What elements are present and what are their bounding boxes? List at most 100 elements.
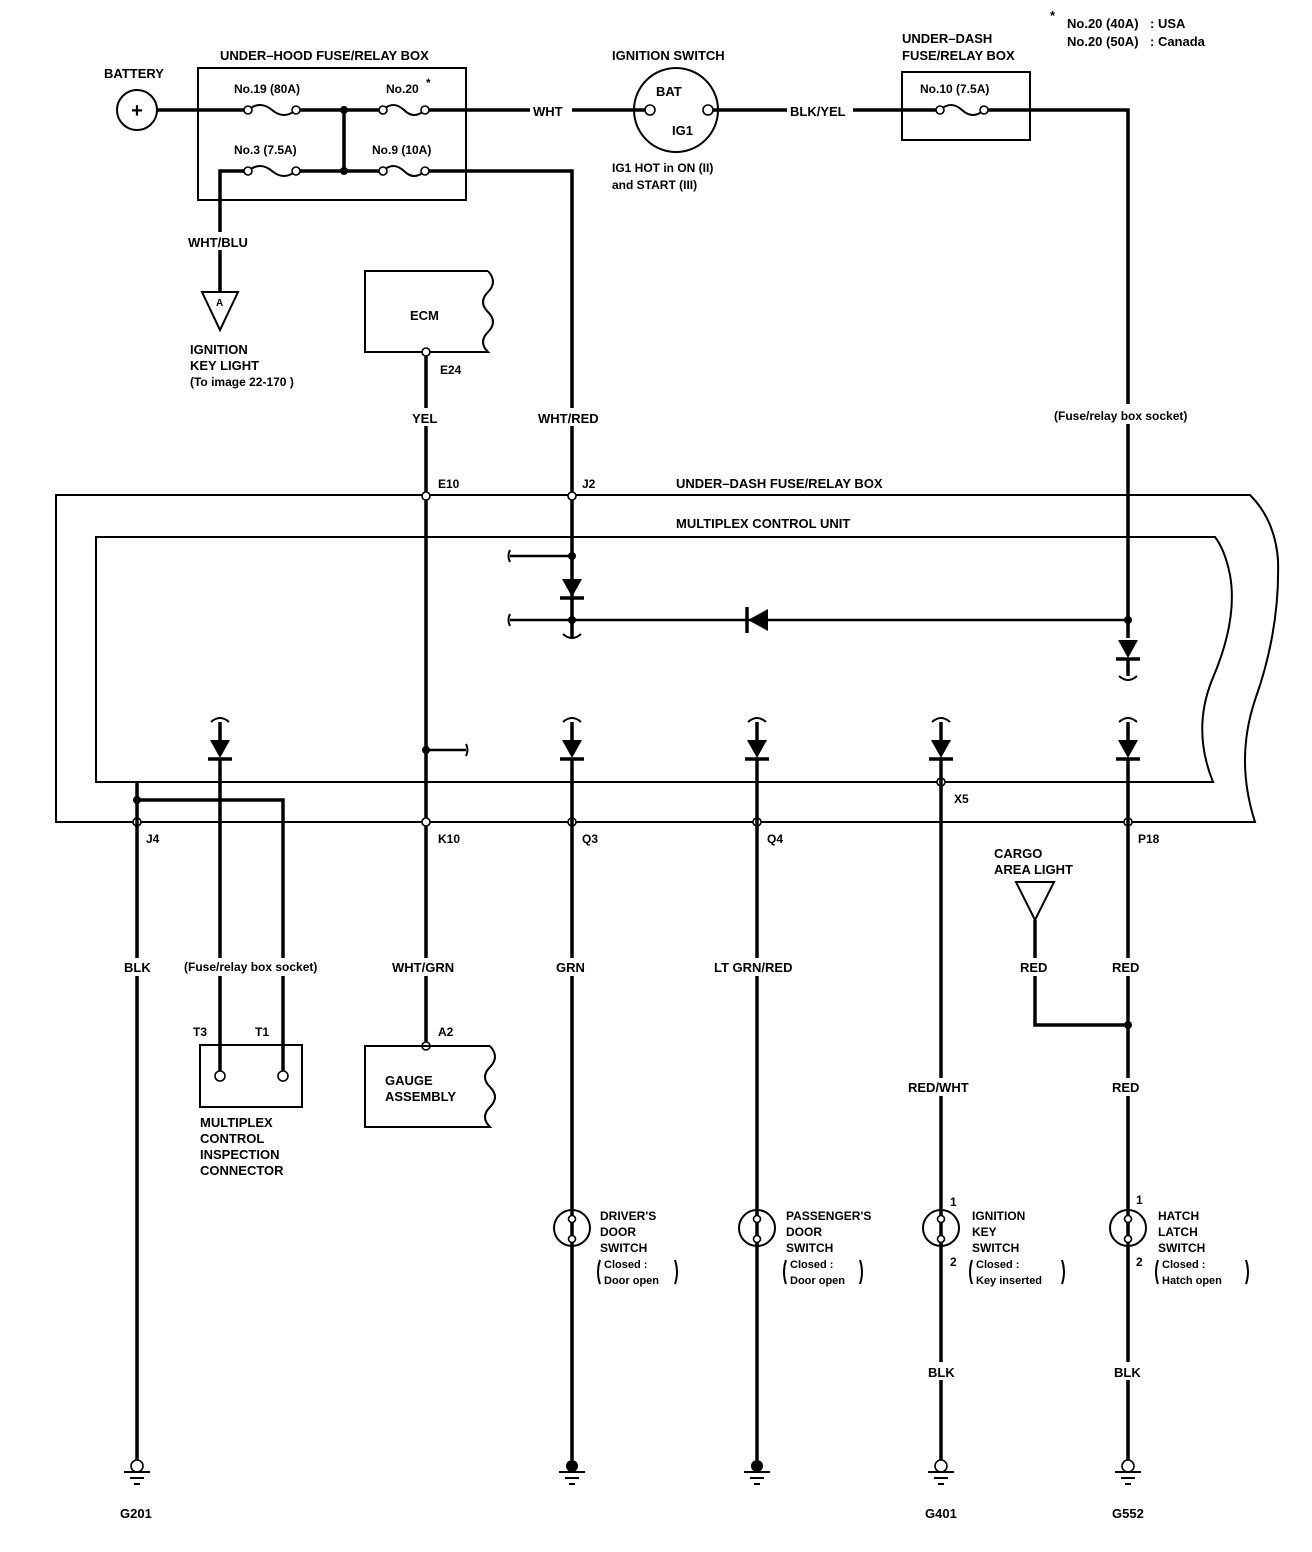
key-cond-paren-left [969, 1259, 973, 1285]
battery: BATTERY + [104, 66, 164, 131]
fuse-20-mark: * [426, 76, 431, 90]
red-cargo-label: RED [1020, 960, 1047, 975]
pin-q3-label: Q3 [582, 832, 598, 846]
grn-label-bg [554, 958, 590, 976]
ecm-pin-label: E24 [440, 363, 462, 377]
j2-junction [568, 552, 576, 560]
drivers-switch-cond2: Door open [604, 1275, 659, 1287]
note-line1-fuse: No.20 (40A) [1067, 16, 1139, 31]
ground-g552-icon [1121, 1459, 1135, 1473]
fuse-10-terminal-b [979, 105, 989, 115]
gauge-assembly: A2 GAUGE ASSEMBLY [364, 1025, 496, 1128]
diode-inspection-icon [210, 740, 230, 758]
note-line2-fuse: No.20 (50A) [1067, 34, 1139, 49]
underdash-top-fuse-box: UNDER–DASH FUSE/RELAY BOX No.10 (7.5A) [901, 31, 1031, 141]
ignition-ig1-label: IG1 [672, 123, 693, 138]
grounds: G201 G401 G552 [120, 1459, 1144, 1521]
key-light-line2: KEY LIGHT [190, 358, 259, 373]
key-switch-line3: SWITCH [972, 1241, 1019, 1255]
fuse-19-terminal-a [243, 105, 253, 115]
yel-label: YEL [412, 411, 437, 426]
inspection-terminal-t3 [214, 1070, 226, 1082]
diode-x5-break [931, 717, 951, 723]
drivers-door-switch-icon [553, 1209, 591, 1247]
drivers-cond-paren-left [597, 1259, 601, 1285]
pin-j4-label: J4 [146, 832, 160, 846]
wht-grn-label-bg [390, 958, 462, 976]
ignition-bat-label: BAT [656, 84, 682, 99]
yel-label-bg [410, 408, 440, 426]
hatch-cond-paren-right [1245, 1259, 1249, 1285]
drivers-switch-contact-2 [567, 1234, 577, 1244]
blk-hatch-label-bg [1112, 1362, 1144, 1380]
fuse-9-terminal-a [378, 166, 388, 176]
ecm: ECM E24 [364, 270, 494, 377]
ignition-note-line1: IG1 HOT in ON (II) [612, 161, 713, 175]
hatch-switch-pin1-label: 1 [1136, 1193, 1143, 1207]
inspection-connector: T3 T1 MULTIPLEX CONTROL INSPECTION CONNE… [193, 1025, 303, 1178]
grn-label: GRN [556, 960, 585, 975]
socket-note-lower: (Fuse/relay box socket) [184, 960, 317, 974]
fuse-10-out-wire [988, 108, 1130, 638]
bus-junction-p18 [1124, 616, 1132, 624]
ignition-key-light: A IGNITION KEY LIGHT (To image 22-170 ) [190, 291, 294, 389]
underhood-junction-top [340, 106, 348, 114]
passengers-switch-line2: DOOR [786, 1225, 822, 1239]
fuse-9-label: No.9 (10A) [372, 143, 431, 157]
diode-q4-break [747, 717, 767, 723]
fuse-9-terminal-b [420, 166, 430, 176]
key-switch-pin2-label: 2 [950, 1255, 957, 1269]
diode-q3-icon [562, 740, 582, 758]
hatch-switch-line1: HATCH [1158, 1209, 1199, 1223]
fuse-19-label: No.19 (80A) [234, 82, 300, 96]
pin-j2-label: J2 [582, 477, 596, 491]
key-switch-contact-1 [936, 1214, 946, 1224]
j2-end-break [562, 633, 582, 639]
fuse-9-icon [382, 165, 426, 177]
diode-q3-break [562, 717, 582, 723]
diode-p18-break [1118, 717, 1138, 723]
fuse-3-icon [247, 165, 297, 177]
key-light-line3: (To image 22-170 ) [190, 375, 294, 389]
wht-label-bg [530, 100, 572, 118]
fuse-19-icon [247, 104, 297, 116]
inspection-connector-box [199, 1044, 303, 1108]
note-line1-region: : USA [1150, 16, 1186, 31]
diode-bus-icon [748, 609, 768, 631]
pin-k10 [421, 817, 431, 827]
underdash-main-outline [55, 494, 1280, 823]
inspection-terminal-t1 [277, 1070, 289, 1082]
underdash-main-box: UNDER–DASH FUSE/RELAY BOX MULTIPLEX CONT… [55, 476, 1280, 823]
pin-p18-label: P18 [1138, 832, 1160, 846]
ignition-switch: IGNITION SWITCH BAT IG1 IG1 HOT in ON (I… [612, 48, 725, 192]
drivers-switch-line3: SWITCH [600, 1241, 647, 1255]
bus-break [507, 613, 511, 627]
pin-q4-label: Q4 [767, 832, 783, 846]
fuse-rating-notes: * No.20 (40A) : USA No.20 (50A) : Canada [1050, 8, 1206, 49]
ignition-switch-title: IGNITION SWITCH [612, 48, 725, 63]
hatch-cond-paren-left [1155, 1259, 1159, 1285]
ecm-label: ECM [410, 308, 439, 323]
diode-p18-icon [1118, 740, 1138, 758]
blk-key-label: BLK [928, 1365, 955, 1380]
internal-circuitry [208, 500, 1140, 761]
key-switch-cond1: Closed : [976, 1259, 1019, 1271]
multiplex-unit-title: MULTIPLEX CONTROL UNIT [676, 516, 850, 531]
pin-j2 [567, 491, 577, 501]
underhood-box-title: UNDER–HOOD FUSE/RELAY BOX [220, 48, 429, 63]
inspection-line2: CONTROL [200, 1131, 264, 1146]
red-wht-label: RED/WHT [908, 1080, 969, 1095]
underdash-main-title: UNDER–DASH FUSE/RELAY BOX [676, 476, 883, 491]
ground-g201-icon [130, 1459, 144, 1473]
underhood-fuse-box: UNDER–HOOD FUSE/RELAY BOX No.19 (80A) No… [197, 48, 467, 201]
pin-e10 [421, 491, 431, 501]
drivers-cond-paren-right [674, 1259, 678, 1285]
battery-plus-symbol: + [131, 100, 143, 122]
note-asterisk: * [1050, 8, 1056, 23]
passengers-switch-contact-1 [752, 1214, 762, 1224]
passengers-cond-paren-left [783, 1259, 787, 1285]
blk-hatch-label: BLK [1114, 1365, 1141, 1380]
underdash-top-title-line1: UNDER–DASH [902, 31, 992, 46]
fuse-3-out [218, 169, 244, 200]
